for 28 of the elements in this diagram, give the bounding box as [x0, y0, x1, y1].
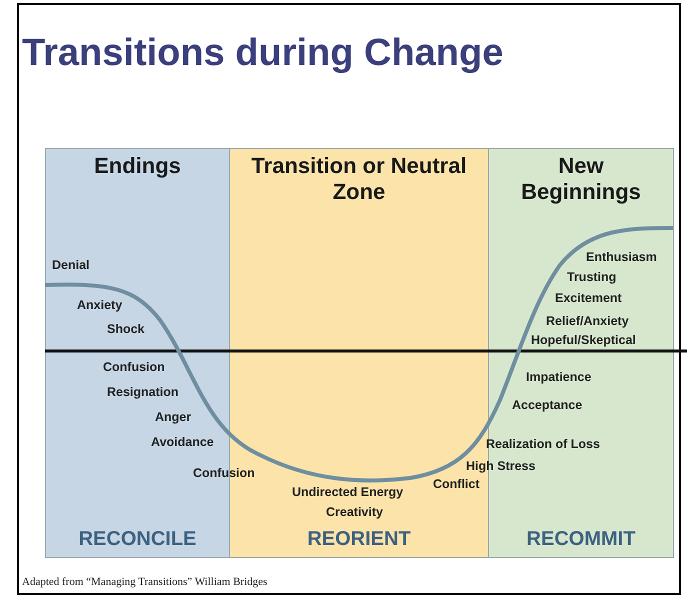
emotion-label: Confusion: [103, 360, 165, 374]
emotion-label: Creativity: [326, 505, 383, 519]
zone-action-label: REORIENT: [306, 528, 412, 551]
zone-heading: Transition or Neutral Zone: [250, 153, 468, 205]
emotion-label: Shock: [107, 322, 145, 336]
emotion-label: Conflict: [433, 477, 480, 491]
emotion-label: Realization of Loss: [486, 437, 600, 451]
zone-heading: Endings: [93, 153, 182, 179]
zone-action-label: RECONCILE: [78, 528, 198, 551]
emotion-label: Hopeful/Skeptical: [531, 333, 636, 347]
emotion-label: Avoidance: [151, 435, 214, 449]
emotion-label: Anxiety: [77, 298, 122, 312]
zone-heading: New Beginnings: [520, 153, 642, 205]
emotion-label: Enthusiasm: [586, 250, 657, 264]
emotion-label: Trusting: [567, 270, 616, 284]
zone-action-label: RECOMMIT: [526, 528, 636, 551]
emotion-label: Excitement: [555, 291, 622, 305]
emotion-label: Denial: [52, 258, 90, 272]
emotion-label: Resignation: [107, 385, 179, 399]
emotion-label: Confusion: [193, 466, 255, 480]
source-caption: Adapted from “Managing Transitions” William Bridges: [22, 576, 268, 588]
slide-title: Transitions during Change: [22, 32, 504, 75]
emotion-label: Impatience: [526, 370, 592, 384]
emotion-label: Anger: [155, 410, 192, 424]
emotion-label: Relief/Anxiety: [546, 314, 629, 328]
emotion-label: High Stress: [466, 459, 536, 473]
emotion-label: Undirected Energy: [292, 485, 404, 499]
emotion-label: Acceptance: [512, 398, 582, 412]
